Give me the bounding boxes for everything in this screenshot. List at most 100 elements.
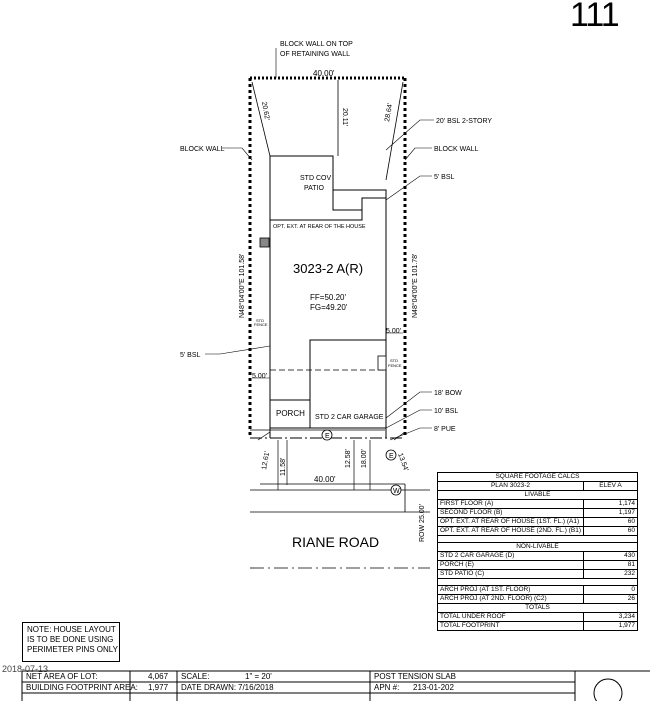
label-fg: FG=49.20'	[310, 303, 348, 312]
label-bearing-right: N48°04'00"E 101.78'	[411, 254, 419, 318]
dim-front-3: 12.58'	[345, 449, 352, 468]
label-garage: STD 2 CAR GARAGE	[315, 414, 384, 421]
net-area-label: NET AREA OF LOT:	[26, 672, 98, 681]
house-layout-note: NOTE: HOUSE LAYOUT IS TO BE DONE USING P…	[22, 622, 120, 662]
sf-row-value: 1,197	[582, 508, 639, 518]
scale-label: SCALE:	[181, 672, 210, 681]
sf-row-value: 0	[582, 585, 639, 595]
dim-right-diag: 28.64'	[384, 103, 394, 123]
utility-e2: E	[389, 453, 394, 460]
footprint-label: BUILDING FOOTPRINT AREA:	[26, 683, 138, 692]
note-line-3: PERIMETER PINS ONLY	[27, 645, 118, 654]
title-block-grid	[21, 670, 650, 701]
label-std-fence-right-2: FENCE	[388, 363, 402, 368]
date-stamp: 2018-07-13	[2, 664, 49, 674]
sf-nonlivable-header: NON-LIVABLE	[437, 542, 638, 552]
sf-row-value: 60	[582, 526, 639, 536]
label-opt-ext-rear: OPT. EXT. AT REAR OF THE HOUSE	[273, 224, 366, 230]
label-bsl-2story: 20' BSL 2-STORY	[436, 118, 492, 125]
dim-top-width: 40.00'	[313, 69, 335, 78]
note-line-1: NOTE: HOUSE LAYOUT	[27, 625, 116, 634]
sf-title: SQUARE FOOTAGE CALCS	[437, 472, 638, 482]
sf-livable-header: LIVABLE	[437, 490, 638, 500]
sf-row-value: 430	[582, 551, 639, 561]
label-bearing-left: N48°04'00"E 101.58'	[238, 254, 246, 318]
title-block: NET AREA OF LOT: 4,067 SCALE: 1" = 20' P…	[0, 669, 650, 701]
sf-row-label: STD PATIO (C)	[437, 569, 584, 579]
sf-row-label: ARCH PROJ (AT 1ST. FLOOR)	[437, 585, 584, 595]
label-row: ROW 25.00'	[419, 504, 426, 542]
sf-row-label: OPT. EXT. AT REAR OF HOUSE (2ND. FL.) (B…	[437, 526, 584, 536]
label-bow-18: 18' BOW	[434, 390, 462, 397]
dim-bottom-width: 40.00'	[314, 475, 336, 484]
sf-spacer	[437, 578, 638, 586]
dim-front-4: 18.00'	[361, 449, 368, 468]
dim-side-left: 5.00'	[252, 373, 267, 380]
label-block-wall-top-1: BLOCK WALL ON TOP	[280, 41, 353, 48]
sf-row-label: STD 2 CAR GARAGE (D)	[437, 551, 584, 561]
label-block-wall-top-2: OF RETAINING WALL	[280, 51, 350, 58]
dim-front-2: 11.58'	[280, 458, 287, 476]
label-std-fence-right-1: STD	[390, 358, 398, 363]
label-std-cov-patio-2: PATIO	[304, 185, 325, 192]
sf-row-label: ARCH PROJ (AT 2ND. FLOOR) (C2)	[437, 594, 584, 604]
sf-row-label: TOTAL FOOTPRINT	[437, 621, 584, 631]
dim-front-5: 13.54'	[396, 452, 409, 472]
sf-row-value: 3,234	[582, 612, 639, 622]
sf-row-value: 26	[582, 594, 639, 604]
date-value: 7/16/2018	[238, 683, 274, 692]
house-footprint	[269, 155, 387, 438]
footprint-value: 1,977	[148, 683, 169, 692]
label-bsl-5-right: 5' BSL	[434, 174, 455, 181]
label-ff: FF=50.20'	[310, 293, 346, 302]
apn-value: 213-01-202	[413, 683, 454, 692]
dimension-markers	[252, 332, 403, 379]
slab-type: POST TENSION SLAB	[374, 672, 456, 681]
sf-row-label: SECOND FLOOR (B)	[437, 508, 584, 518]
road-lines	[250, 484, 430, 569]
label-block-wall-left: BLOCK WALL	[180, 146, 225, 153]
setback-lines	[251, 80, 404, 371]
sf-spacer	[437, 535, 638, 543]
sf-row-label: TOTAL UNDER ROOF	[437, 612, 584, 622]
label-bsl-10: 10' BSL	[434, 408, 458, 415]
sf-totals-header: TOTALS	[437, 603, 638, 613]
front-dimensions	[250, 429, 406, 490]
apn-label: APN #:	[374, 683, 400, 692]
sf-row-value: 232	[582, 569, 639, 579]
sf-elev: ELEV A	[582, 481, 639, 491]
label-std-cov-patio-1: STD COV	[300, 175, 331, 182]
label-plan-name: 3023-2 A(R)	[293, 261, 363, 276]
note-line-2: IS TO BE DONE USING	[27, 635, 114, 644]
utility-w: W	[393, 488, 400, 495]
sf-row-label: OPT. EXT. AT REAR OF HOUSE (1ST. FL.) (A…	[437, 517, 584, 527]
lot-boundary	[248, 76, 407, 439]
utility-e: E	[325, 433, 330, 440]
sf-row-value: 60	[582, 517, 639, 527]
date-label: DATE DRAWN:	[181, 683, 237, 692]
sf-plan: PLAN 3023-2	[437, 481, 584, 491]
net-area-value: 4,067	[148, 672, 169, 681]
sf-row-value: 81	[582, 560, 639, 570]
label-std-fence-left-1: STD	[256, 318, 264, 323]
sf-row-label: FIRST FLOOR (A)	[437, 499, 584, 509]
label-bsl-5-left: 5' BSL	[180, 352, 201, 359]
utility-symbols	[259, 237, 402, 496]
dim-side-right: 5.00'	[386, 328, 401, 335]
dim-left-diag: 20.62'	[260, 101, 270, 121]
label-std-fence-left-2: FENCE	[254, 322, 268, 327]
label-road-name: RIANE ROAD	[292, 534, 379, 550]
drawing-labels: BLOCK WALL ON TOP OF RETAINING WALL 40.0…	[180, 41, 492, 550]
scale-value: 1" = 20'	[245, 672, 272, 681]
leader-lines	[205, 48, 434, 441]
sf-row-value: 1,174	[582, 499, 639, 509]
sf-row-value: 1,977	[582, 621, 639, 631]
label-pue-8: 8' PUE	[434, 426, 456, 433]
label-block-wall-right: BLOCK WALL	[434, 146, 479, 153]
page-number: 111	[570, 0, 620, 34]
label-porch: PORCH	[276, 409, 305, 418]
dim-front-1: 12.61'	[261, 451, 271, 471]
dim-center-rear: 20.11'	[341, 108, 348, 126]
